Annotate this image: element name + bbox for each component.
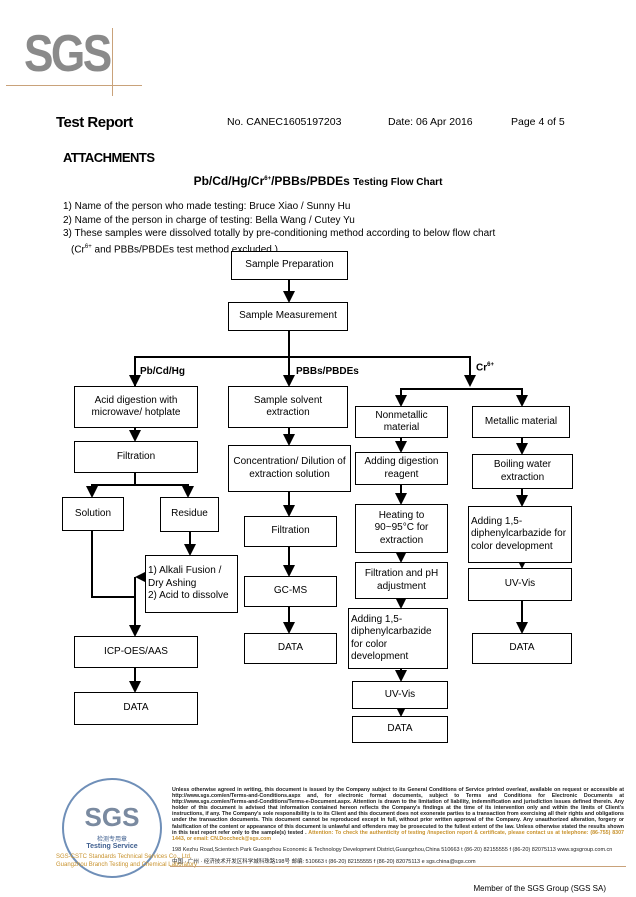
step-nonmetallic-material: Nonmetallic material <box>355 406 448 438</box>
note-3: 3) These samples were dissolved totally … <box>63 228 496 239</box>
note-2: 2) Name of the person in charge of testi… <box>63 214 355 226</box>
branch-label-pbbs-pbdes: PBBs/PBDEs <box>296 366 359 377</box>
step-sample-preparation: Sample Preparation <box>231 251 348 280</box>
step-sample-measurement: Sample Measurement <box>228 302 348 331</box>
step-heating: Heating to 90~95°C for extraction <box>355 504 448 553</box>
step-adding-digestion-reagent: Adding digestion reagent <box>355 452 448 485</box>
step-concentration: Concentration/ Dilution of extraction so… <box>228 445 351 492</box>
step-boiling-water: Boiling water extraction <box>472 454 573 489</box>
step-residue: Residue <box>160 497 219 532</box>
attention-notice: Attention: To check the authenticity of … <box>172 829 624 842</box>
flow-chart-title: Pb/Cd/Hg/Cr6+/PBBs/PBDEs Testing Flow Ch… <box>193 174 443 188</box>
logo-rule <box>112 28 113 96</box>
step-solvent-extraction: Sample solvent extraction <box>228 386 348 428</box>
notes: 1) Name of the person who made testing: … <box>63 200 495 256</box>
step-filtration-ph: Filtration and pH adjustment <box>355 562 448 599</box>
logo-rule <box>6 85 142 86</box>
report-number: No. CANEC1605197203 <box>227 116 342 128</box>
stamp-org-line-1: SGS-CSTC Standards Technical Services Co… <box>56 854 192 860</box>
address-chinese: 中国 · 广州 · 经济技术开发区科学城科珠路198号 邮编: 510663 t… <box>172 859 476 865</box>
report-date: Date: 06 Apr 2016 <box>388 116 473 128</box>
stamp-org-line-2: Guangzhou Branch Testing and Chemical La… <box>56 862 197 868</box>
footer-rule <box>170 866 626 867</box>
step-data: DATA <box>74 692 198 725</box>
step-data: DATA <box>244 633 337 664</box>
step-filtration: Filtration <box>244 516 337 547</box>
report-title: Test Report <box>56 114 133 131</box>
step-acid-digestion: Acid digestion with microwave/ hotplate <box>74 386 198 428</box>
step-uv-vis: UV-Vis <box>352 681 448 709</box>
branch-label-pb-cd-hg: Pb/Cd/Hg <box>140 366 185 377</box>
section-heading: ATTACHMENTS <box>63 150 155 165</box>
step-uv-vis: UV-Vis <box>468 568 572 601</box>
branch-label-cr6: Cr6+ <box>476 362 494 374</box>
step-data: DATA <box>472 633 572 664</box>
step-icp-oes-aas: ICP-OES/AAS <box>74 636 198 668</box>
step-solution: Solution <box>62 497 124 531</box>
sgs-logo: SGS <box>24 25 112 83</box>
note-3-cont: (Cr6+ and PBBs/PBDEs test method exclude… <box>71 243 281 255</box>
legal-disclaimer: Unless otherwise agreed in writing, this… <box>172 787 624 842</box>
step-filtration: Filtration <box>74 441 198 473</box>
step-adding-diphenylcarbazide: Adding 1,5-diphenylcarbazide for color d… <box>468 506 572 563</box>
member-statement: Member of the SGS Group (SGS SA) <box>473 884 607 893</box>
note-1: 1) Name of the person who made testing: … <box>63 201 351 212</box>
testing-service-stamp: SGS 检测专用章 Testing Service <box>62 778 162 878</box>
step-gc-ms: GC-MS <box>244 576 337 607</box>
step-data: DATA <box>352 716 448 743</box>
step-alkali-fusion: 1) Alkali Fusion / Dry Ashing 2) Acid to… <box>145 555 238 613</box>
address-english: 198 Kezhu Road,Scientech Park Guangzhou … <box>172 847 613 853</box>
step-adding-diphenylcarbazide: Adding 1,5-diphenylcarbazide for color d… <box>348 608 448 669</box>
page-number: Page 4 of 5 <box>511 116 565 128</box>
step-metallic-material: Metallic material <box>472 406 570 438</box>
